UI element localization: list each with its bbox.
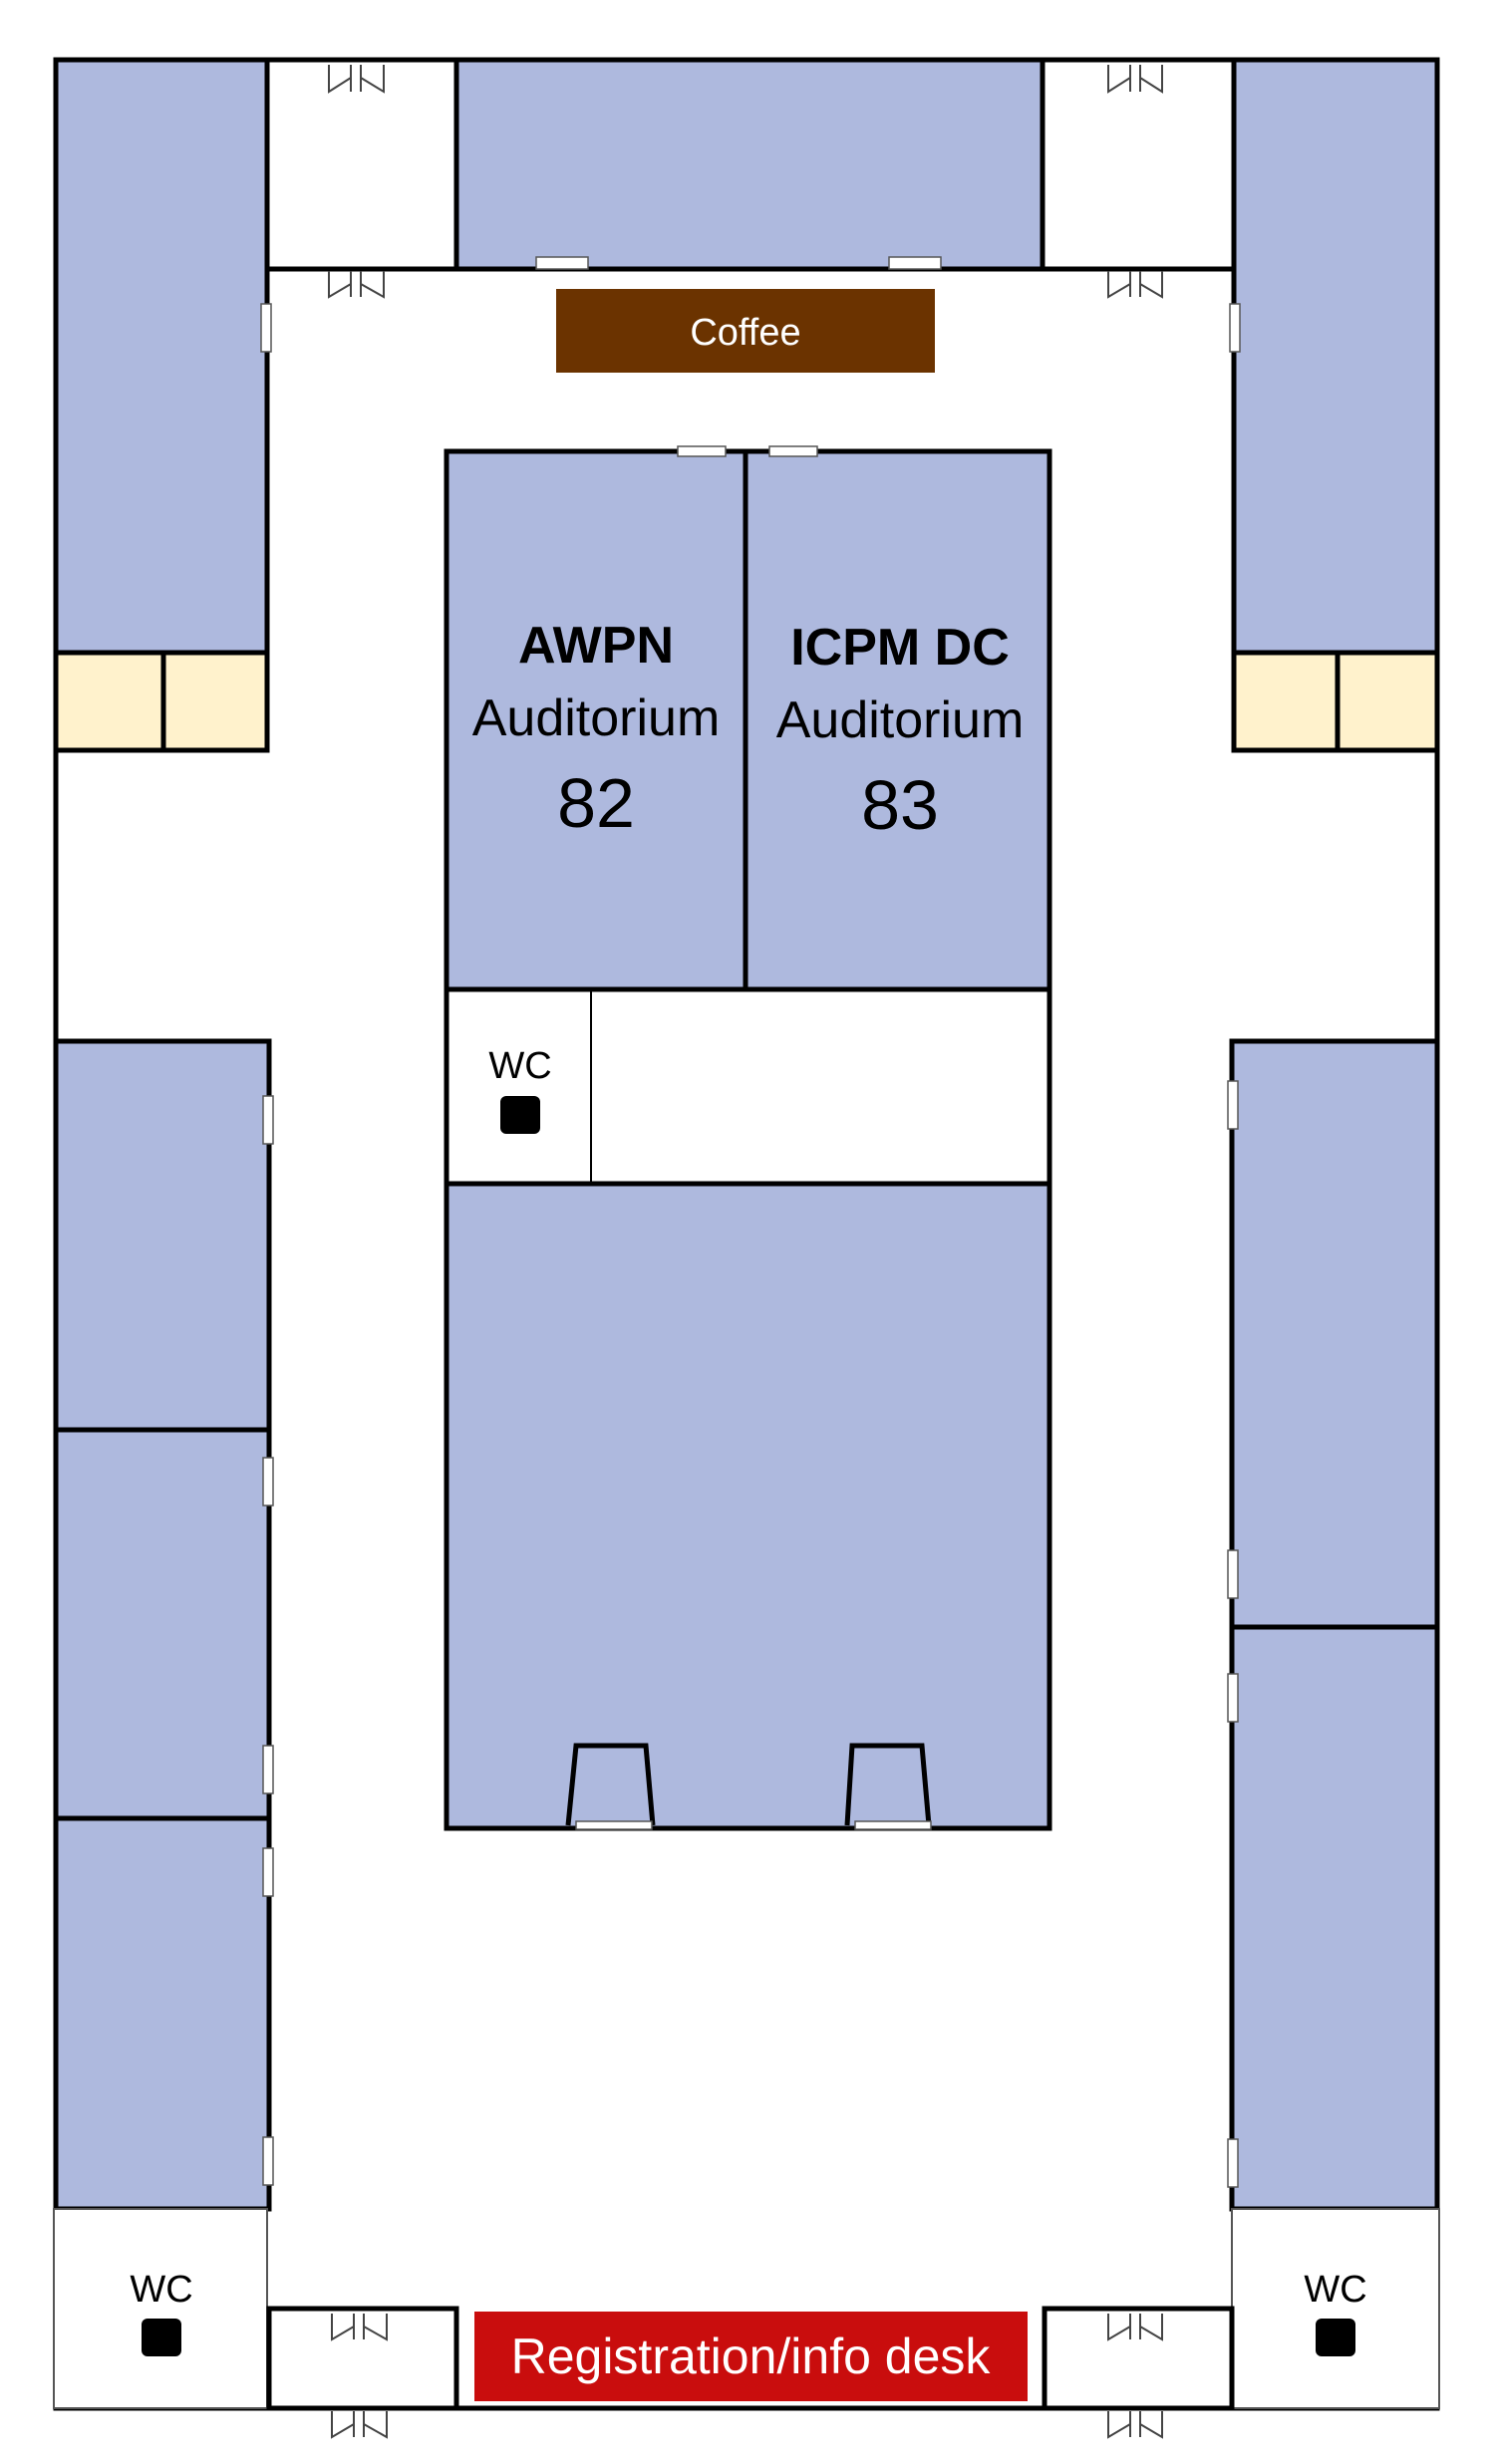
door-mark bbox=[262, 1745, 274, 1794]
vestibule-top-left bbox=[264, 57, 459, 272]
door-mark bbox=[262, 1095, 274, 1145]
auditorium-82-number: 82 bbox=[557, 764, 635, 842]
room-top-left[interactable] bbox=[53, 57, 270, 656]
vestibule-top-right bbox=[1040, 57, 1237, 272]
entrance-left bbox=[565, 1743, 656, 1826]
door-mark bbox=[768, 445, 818, 457]
wc-left-label: WC bbox=[130, 2269, 192, 2311]
room-right-1[interactable] bbox=[1229, 1038, 1440, 1630]
wc-bottom-left[interactable] bbox=[53, 2208, 268, 2409]
auditorium-83-room[interactable] bbox=[743, 448, 1052, 992]
door-mark bbox=[1227, 2138, 1239, 2188]
wc-bottom-right[interactable] bbox=[1231, 2208, 1440, 2409]
room-left-2[interactable] bbox=[53, 1427, 272, 1821]
wc-icon bbox=[142, 2319, 181, 2356]
auditorium-82-name: AWPN bbox=[518, 617, 674, 675]
vestibule-bottom-right bbox=[1042, 2306, 1235, 2411]
room-right-2[interactable] bbox=[1229, 1624, 1440, 2212]
auditorium-83-name: ICPM DC bbox=[790, 619, 1010, 677]
storage-right-1[interactable] bbox=[1231, 650, 1341, 753]
door-mark bbox=[1227, 1549, 1239, 1599]
room-left-3[interactable] bbox=[53, 1815, 272, 2212]
room-left-1[interactable] bbox=[53, 1038, 272, 1433]
coffee-label: Coffee bbox=[690, 312, 800, 354]
door-mark bbox=[262, 1847, 274, 1897]
wc-icon bbox=[1316, 2319, 1355, 2356]
door-mark bbox=[677, 445, 727, 457]
wc-icon bbox=[500, 1096, 540, 1134]
room-top-right[interactable] bbox=[1231, 57, 1440, 656]
door-mark bbox=[888, 256, 942, 270]
double-door-icon bbox=[328, 65, 1163, 2439]
registration-label: Registration/info desk bbox=[511, 2328, 992, 2384]
door-mark bbox=[575, 1820, 653, 1830]
storage-left-1[interactable] bbox=[53, 650, 166, 753]
door-mark bbox=[260, 303, 272, 353]
door-mark bbox=[1229, 303, 1241, 353]
door-mark bbox=[262, 1457, 274, 1506]
room-top-center[interactable] bbox=[453, 57, 1046, 272]
coffee-counter[interactable] bbox=[556, 289, 935, 373]
door-mark bbox=[854, 1820, 932, 1830]
vestibule-bottom-left bbox=[266, 2306, 459, 2411]
door-mark bbox=[262, 2136, 274, 2186]
auditorium-83-number: 83 bbox=[861, 766, 939, 844]
auditorium-82-type: Auditorium bbox=[472, 689, 721, 747]
central-large-room[interactable] bbox=[444, 1181, 1052, 1831]
door-mark bbox=[1227, 1080, 1239, 1130]
entrance-right bbox=[844, 1743, 932, 1826]
wc-right-label: WC bbox=[1304, 2269, 1366, 2311]
auditorium-83-type: Auditorium bbox=[776, 691, 1025, 749]
door-mark bbox=[1227, 1673, 1239, 1723]
storage-right-2[interactable] bbox=[1335, 650, 1440, 753]
wc-central-label: WC bbox=[488, 1045, 551, 1087]
door-mark bbox=[535, 256, 589, 270]
storage-left-2[interactable] bbox=[160, 650, 270, 753]
registration-desk[interactable] bbox=[474, 2312, 1028, 2401]
